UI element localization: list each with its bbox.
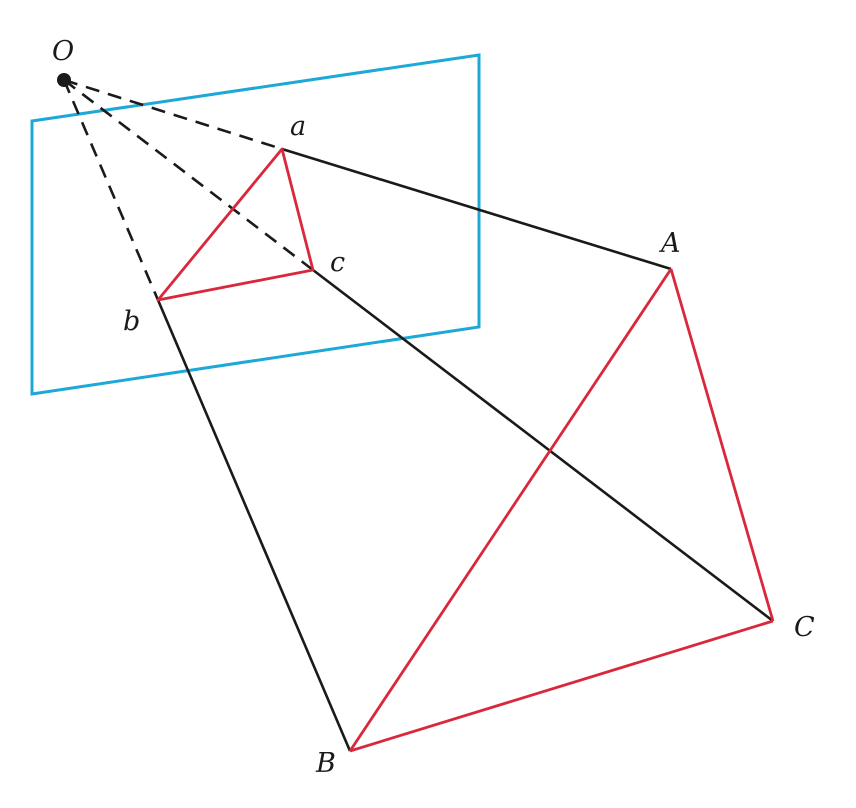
label-C: C	[794, 612, 815, 643]
ray-b-B	[156, 299, 352, 752]
edge-A-C	[669, 268, 775, 622]
ray-O-a-dashed	[63, 78, 283, 151]
label-B: B	[315, 748, 336, 779]
ray-O-b-dashed	[62, 79, 160, 301]
label-c: c	[330, 247, 345, 278]
ray-a-A	[281, 147, 672, 271]
label-A: A	[658, 228, 681, 259]
ray-O-c-dashed	[63, 78, 314, 272]
edge-C-B	[349, 619, 774, 753]
label-b: b	[123, 306, 140, 337]
edge-B-A	[348, 268, 673, 752]
projection-center-point	[57, 73, 71, 87]
label-a: a	[290, 111, 306, 142]
image-plane	[30, 53, 481, 396]
ray-c-C	[312, 268, 774, 623]
image-triangle-abc	[156, 147, 315, 302]
label-O: O	[52, 36, 74, 67]
